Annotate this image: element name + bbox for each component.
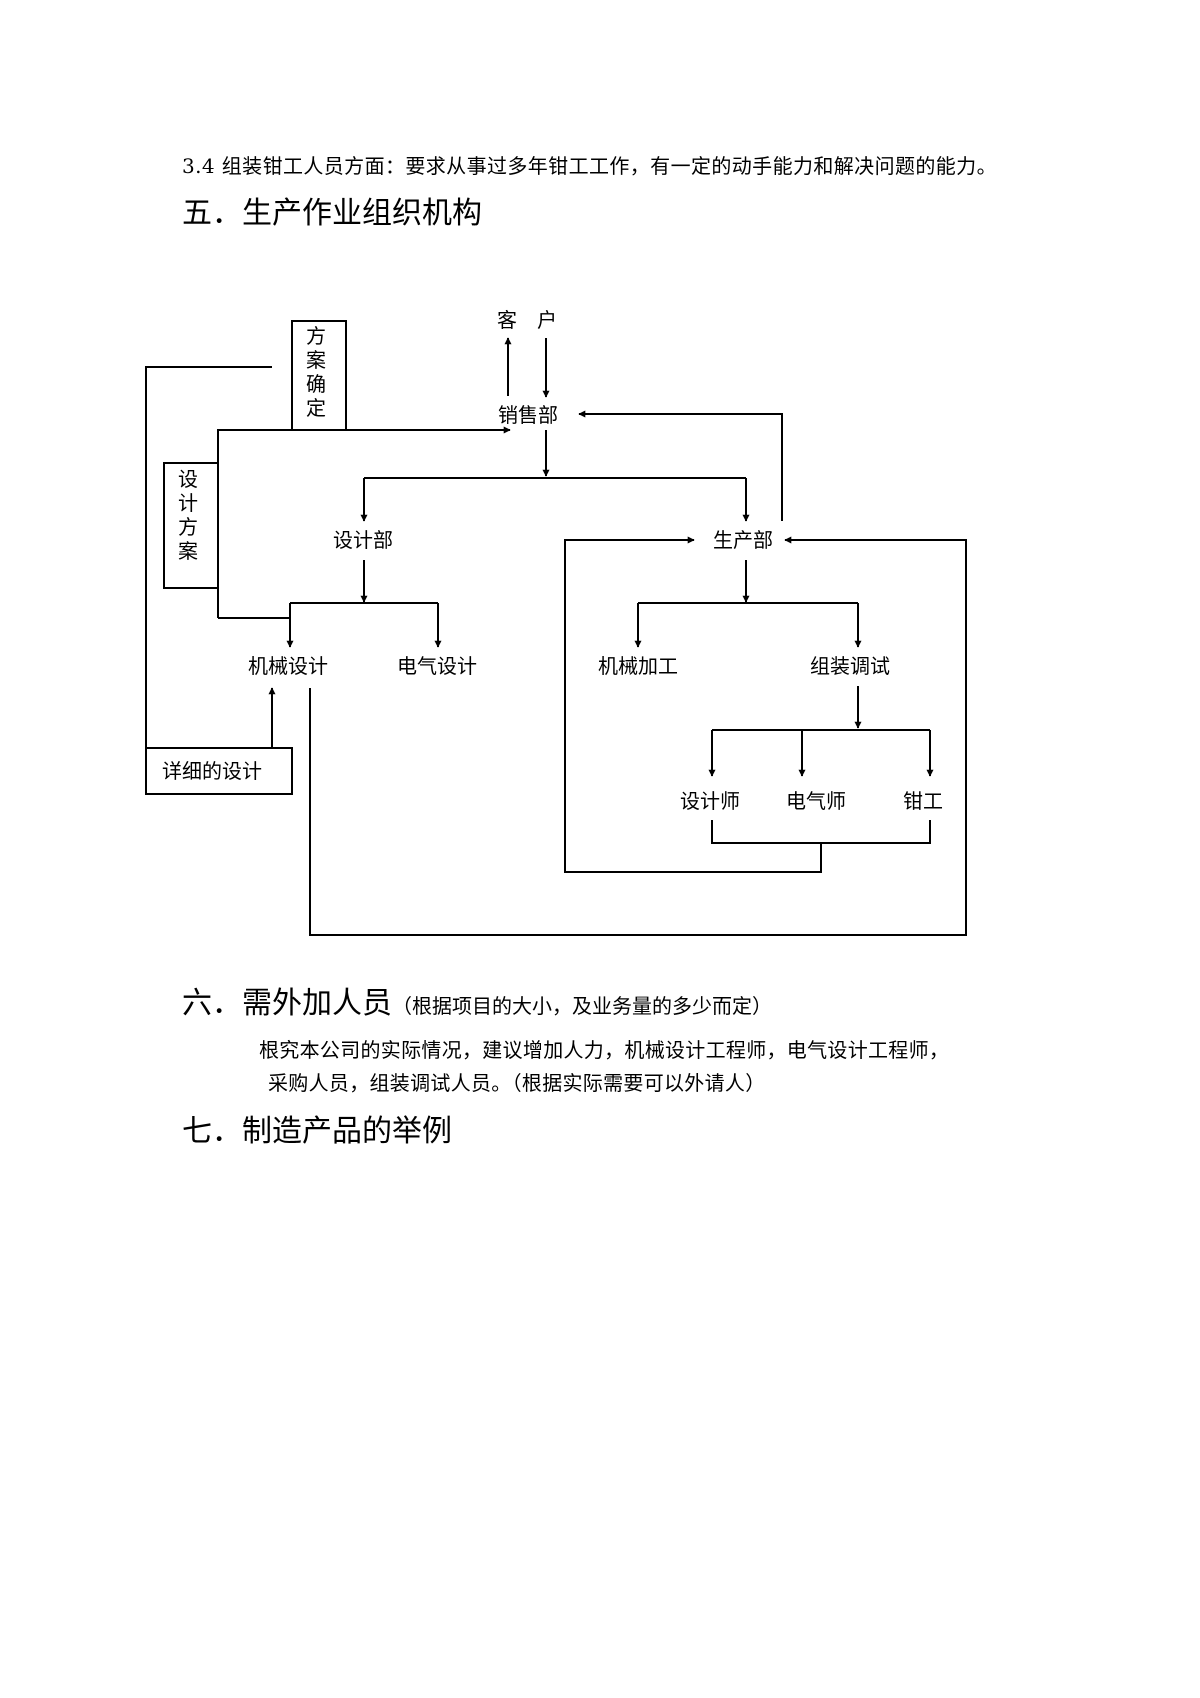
mech-design-label: 机械设计 (248, 654, 328, 678)
section-6-title: 六．需外加人员 (182, 986, 392, 1021)
production-to-sales-arrow (578, 410, 783, 521)
sales-dept-label: 销售部 (498, 403, 558, 427)
design-dept-label: 设计部 (333, 528, 393, 552)
design-plan-to-sales-arrow (217, 426, 511, 618)
plan-confirm-char: 方 (306, 324, 326, 348)
plan-confirm-label: 方 案 确 定 (306, 324, 332, 420)
design-plan-char: 案 (178, 539, 198, 563)
plan-confirm-char: 确 (306, 372, 326, 396)
roles-to-production-loop (564, 536, 822, 873)
elec-design-label: 电气设计 (397, 654, 477, 678)
plan-confirm-char: 案 (306, 348, 326, 372)
roles-bracket (711, 820, 931, 844)
electrician-label: 电气师 (786, 789, 846, 813)
section-5-title: 五．生产作业组织机构 (182, 196, 482, 231)
assembly-label: 组装调试 (810, 654, 890, 678)
client-label: 客 户 (497, 308, 557, 332)
detailed-design-label: 详细的设计 (162, 759, 262, 783)
design-plan-char: 方 (178, 515, 198, 539)
section-6-note: （根据项目的大小，及业务量的多少而定） (392, 994, 772, 1018)
mech-to-production-loop (309, 536, 967, 936)
plan-confirm-char: 定 (306, 396, 326, 420)
section-6-line-2: 采购人员，组装调试人员。（根据实际需要可以外请人） (268, 1071, 766, 1095)
paragraph-3-4: 3.4 组装钳工人员方面：要求从事过多年钳工工作，有一定的动手能力和解决问题的能… (182, 154, 997, 178)
fitter-label: 钳工 (903, 789, 943, 813)
plan-confirm-loop (145, 366, 272, 748)
designer-label: 设计师 (680, 789, 740, 813)
design-plan-char: 设 (178, 467, 198, 491)
machining-label: 机械加工 (598, 654, 678, 678)
section-7-title: 七．制造产品的举例 (182, 1114, 452, 1149)
section-6-line-1: 根究本公司的实际情况，建议增加人力，机械设计工程师，电气设计工程师， (259, 1038, 950, 1062)
detailed-design-box (145, 747, 293, 795)
design-plan-label: 设 计 方 案 (178, 467, 204, 563)
production-dept-label: 生产部 (713, 528, 773, 552)
section-6-heading: 六．需外加人员（根据项目的大小，及业务量的多少而定） (182, 978, 772, 1022)
design-plan-char: 计 (178, 491, 198, 515)
